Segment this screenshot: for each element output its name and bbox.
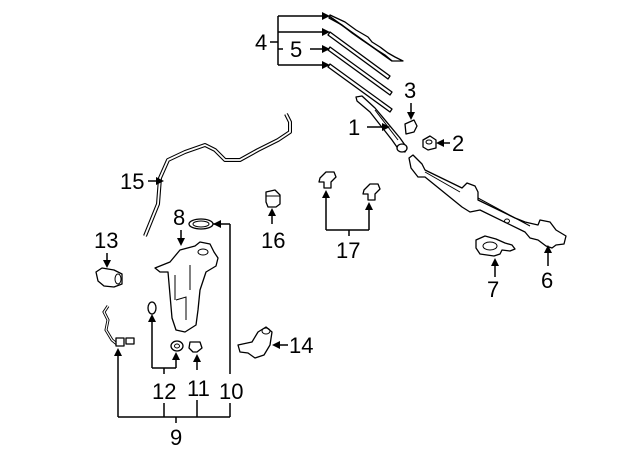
callout-6: 6 (541, 268, 553, 293)
wiper-motor (475, 235, 516, 257)
washer-nozzle-left (318, 171, 337, 189)
pivot-nut (422, 135, 437, 151)
wiring-harness (102, 305, 135, 347)
callout-13: 13 (94, 228, 118, 253)
callout-17-leader (322, 190, 373, 236)
callout-12: 12 (152, 379, 176, 404)
callout-11: 11 (187, 376, 210, 401)
wiper-blade-3 (327, 63, 393, 113)
washer-hose (143, 113, 292, 237)
callout-17: 17 (336, 238, 360, 263)
callout-5-leader (278, 45, 330, 53)
callout-8: 8 (173, 205, 185, 230)
callout-3: 3 (404, 78, 416, 103)
arm-cap (404, 119, 418, 135)
reservoir-seal (188, 218, 214, 230)
washer-nozzle-right (362, 183, 381, 201)
wiper-arm (355, 95, 408, 153)
hose-clip (265, 189, 281, 208)
callout-9: 9 (170, 425, 182, 450)
callout-1: 1 (348, 115, 360, 140)
reservoir-plug (188, 341, 203, 353)
callout-16: 16 (261, 228, 285, 253)
callout-10: 10 (219, 379, 243, 404)
washer-reservoir (154, 241, 219, 333)
washer-pump (237, 326, 273, 359)
callout-2: 2 (452, 131, 464, 156)
wiper-blade-2 (327, 31, 391, 80)
wiper-linkage (408, 154, 567, 249)
callout-7: 7 (487, 277, 499, 302)
level-sensor (95, 267, 123, 288)
callout-14: 14 (289, 333, 313, 358)
callout-9-12-leaders (114, 220, 231, 423)
callout-4-leader (270, 12, 330, 69)
wiper-blades (327, 14, 404, 113)
callout-4: 4 (255, 30, 267, 55)
callout-15: 15 (120, 169, 144, 194)
callout-5: 5 (290, 37, 302, 62)
